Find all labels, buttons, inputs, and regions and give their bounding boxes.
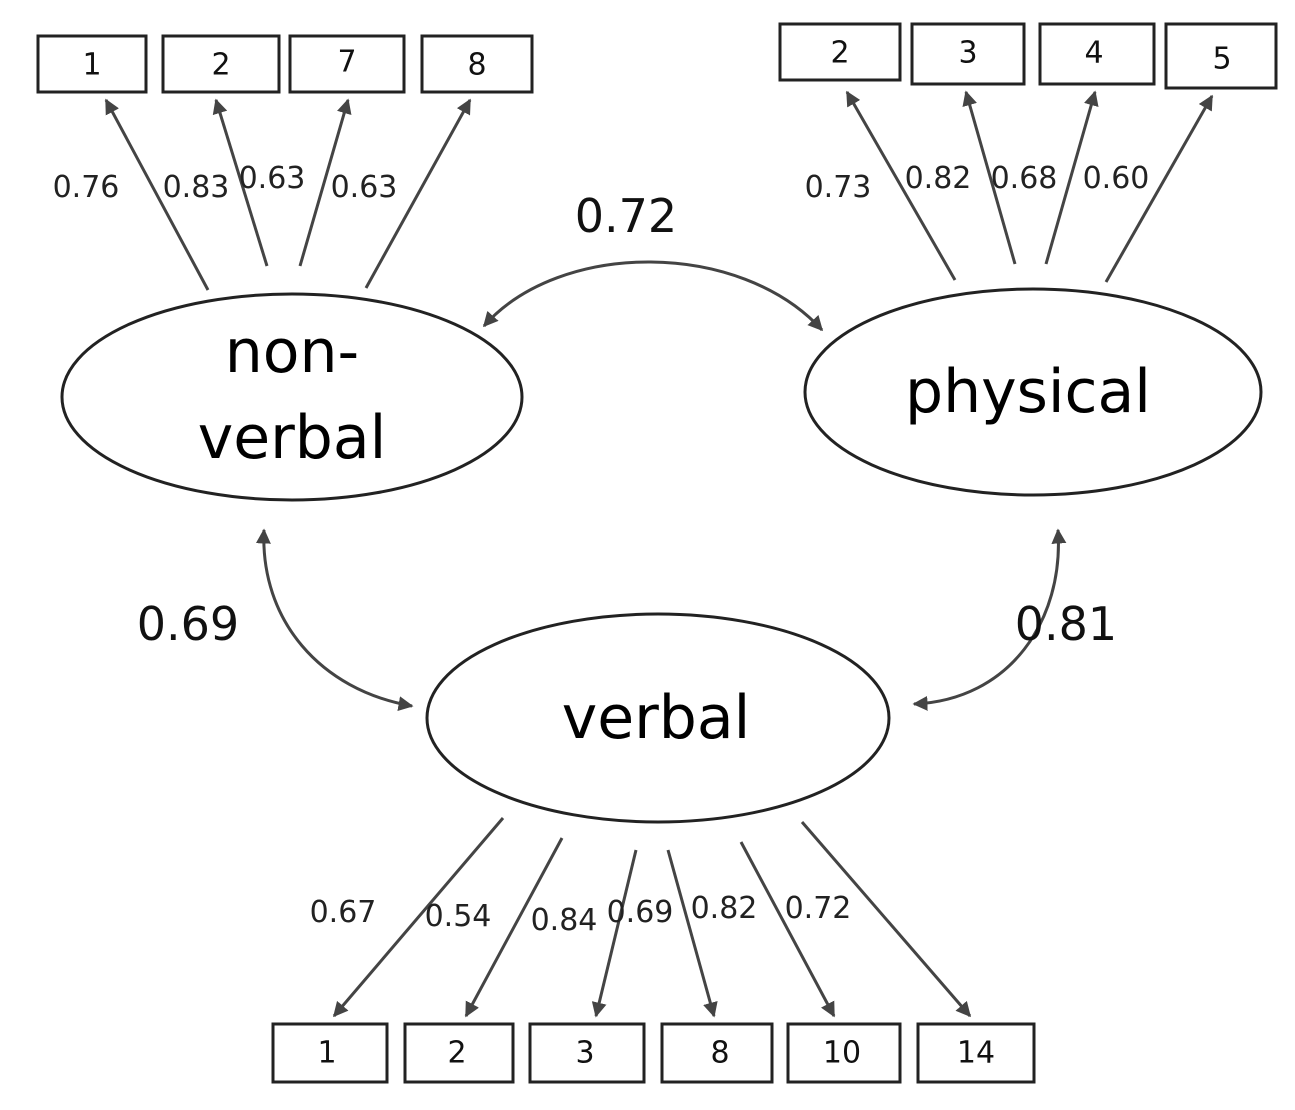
physical-item-box <box>910 22 1026 86</box>
verbal-item-label: 10 <box>823 1036 861 1071</box>
physical-loading-label: 0.60 <box>1083 161 1150 196</box>
physical-loading-label: 0.73 <box>805 170 872 205</box>
loading-arrow <box>739 841 836 1018</box>
physical-item-label: 4 <box>1084 36 1103 71</box>
loading-arrow <box>1104 94 1214 283</box>
verbal-item-box <box>271 1022 389 1084</box>
verbal-item-box <box>403 1022 515 1084</box>
nonverbal-item-box <box>420 34 534 94</box>
nonverbal-item-box <box>36 34 148 94</box>
verbal-factor-label: verbal <box>562 683 751 753</box>
verbal-loading-label: 0.82 <box>691 891 758 926</box>
nonverbal-item-label: 2 <box>211 48 230 83</box>
physical-loading-arrows <box>845 90 1214 283</box>
nonverbal-indicators: 1 2 7 8 <box>36 34 534 94</box>
physical-item-box <box>1038 22 1156 86</box>
correlation-arrow-nonverbal-verbal <box>255 528 414 712</box>
nonverbal-loading-arrows <box>104 98 472 291</box>
correlation-label-nonverbal-physical: 0.72 <box>575 189 677 243</box>
nonverbal-loading-label: 0.76 <box>53 170 120 205</box>
physical-item-label: 5 <box>1212 42 1231 77</box>
nonverbal-factor-ellipse <box>60 292 524 502</box>
physical-item-label: 3 <box>958 36 977 71</box>
correlation-arrow-nonverbal-physical <box>482 260 824 332</box>
loading-arrow <box>212 98 269 267</box>
loading-arrow <box>332 817 505 1018</box>
physical-factor-ellipse <box>803 287 1263 497</box>
physical-item-box <box>1164 22 1278 90</box>
verbal-item-box <box>916 1022 1036 1084</box>
nonverbal-loading-label: 0.63 <box>331 170 398 205</box>
verbal-loading-label: 0.67 <box>310 895 377 930</box>
physical-indicators: 2 3 4 5 <box>778 22 1278 90</box>
verbal-item-label: 8 <box>710 1036 729 1071</box>
loading-arrow <box>666 849 718 1018</box>
verbal-loading-label: 0.72 <box>785 891 852 926</box>
physical-loading-label: 0.68 <box>991 161 1058 196</box>
verbal-loading-label: 0.69 <box>607 895 674 930</box>
nonverbal-item-label: 7 <box>337 45 356 80</box>
verbal-item-label: 14 <box>957 1036 995 1071</box>
verbal-loading-label: 0.84 <box>531 903 598 938</box>
verbal-item-box <box>528 1022 646 1084</box>
nonverbal-item-box <box>288 34 406 94</box>
physical-factor-label: physical <box>905 357 1151 427</box>
nonverbal-item-box <box>161 34 281 94</box>
correlation-arrow-physical-verbal <box>912 528 1067 711</box>
verbal-loading-arrows <box>332 817 972 1018</box>
nonverbal-factor-label-line1: non- <box>225 317 359 387</box>
physical-item-label: 2 <box>830 36 849 71</box>
verbal-item-box <box>786 1022 902 1084</box>
loading-arrow <box>591 849 638 1018</box>
correlation-label-nonverbal-verbal: 0.69 <box>137 597 239 651</box>
nonverbal-loading-label: 0.83 <box>163 170 230 205</box>
loading-arrow <box>104 98 210 291</box>
verbal-item-label: 3 <box>575 1036 594 1071</box>
loading-arrow <box>364 98 472 289</box>
loading-arrow <box>1044 90 1099 265</box>
nonverbal-item-label: 1 <box>82 48 101 83</box>
verbal-factor-ellipse <box>425 612 891 824</box>
nonverbal-factor-label-line2: verbal <box>198 403 387 473</box>
loading-arrow <box>298 98 352 267</box>
nonverbal-item-label: 8 <box>467 48 486 83</box>
loading-arrow <box>962 90 1017 265</box>
loading-arrow <box>800 821 972 1018</box>
verbal-indicators: 1 2 3 8 10 14 <box>271 1022 1036 1084</box>
loading-arrow <box>845 90 957 281</box>
verbal-item-box <box>660 1022 774 1084</box>
loading-arrow <box>464 837 564 1018</box>
physical-loading-label: 0.82 <box>905 161 972 196</box>
verbal-loading-label: 0.54 <box>425 899 492 934</box>
nonverbal-loading-label: 0.63 <box>239 161 306 196</box>
physical-item-box <box>778 22 902 82</box>
correlation-label-physical-verbal: 0.81 <box>1015 597 1117 651</box>
verbal-item-label: 2 <box>447 1036 466 1071</box>
verbal-item-label: 1 <box>317 1036 336 1071</box>
